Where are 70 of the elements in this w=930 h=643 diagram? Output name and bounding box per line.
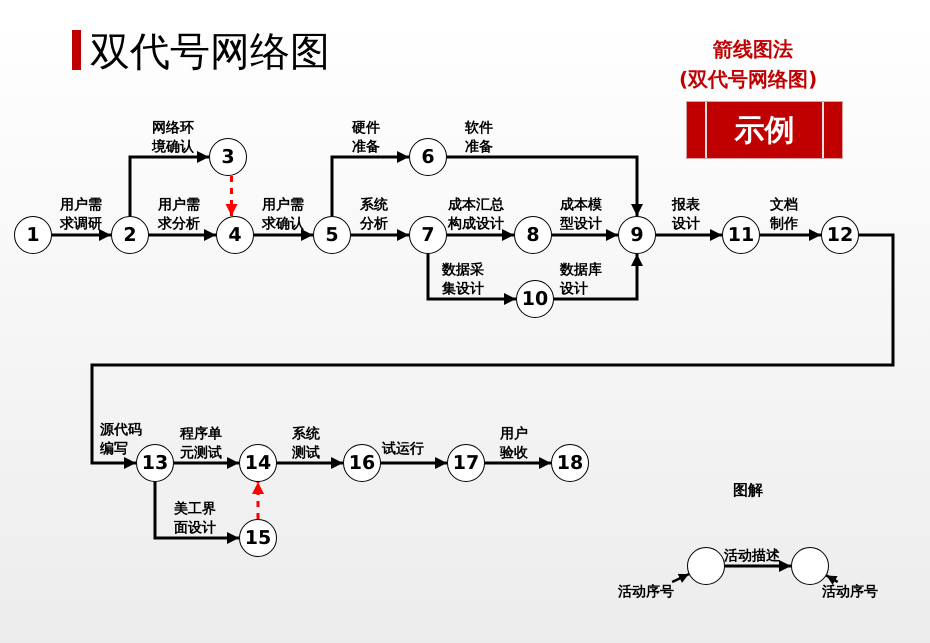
arrow [552, 229, 618, 241]
leader-line [826, 574, 838, 585]
arrow [277, 457, 343, 469]
subtitle: 箭线图法 [713, 36, 793, 63]
event-circle: 1 [14, 216, 52, 254]
arrow [149, 229, 216, 241]
arrow [90, 234, 894, 469]
activity-label: 软件准备 [465, 119, 494, 157]
activity-label: 用户需求分析 [158, 196, 201, 234]
example-banner: 示例 [686, 101, 843, 159]
event-circle: 15 [239, 519, 277, 557]
activity-label: 硬件准备 [352, 119, 381, 157]
arrow [447, 156, 643, 216]
event-circle: 17 [447, 444, 485, 482]
activity-label: 成本模型设计 [560, 196, 603, 234]
subtitle: (双代号网络图) [679, 66, 818, 93]
event-circle: 11 [722, 216, 760, 254]
legend-heading: 图解 [733, 481, 763, 500]
arrow [254, 229, 313, 241]
arrow [52, 229, 111, 241]
event-circle: 14 [239, 444, 277, 482]
event-circle: 6 [409, 138, 447, 176]
event-circle: 2 [111, 216, 149, 254]
activity-label: 成本汇总构成设计 [448, 196, 505, 234]
arrow [174, 457, 239, 469]
dummy-arrow [226, 176, 238, 216]
activity-label: 系统测试 [292, 425, 321, 463]
activity-label: 数据库设计 [560, 261, 603, 299]
arrow [330, 151, 409, 216]
event-circle: 10 [516, 280, 554, 318]
activity-label: 网络环境确认 [152, 119, 195, 157]
activity-label: 文档制作 [770, 196, 799, 234]
event-circle: 8 [514, 216, 552, 254]
event-circle [687, 547, 725, 585]
event-circle: 3 [209, 138, 247, 176]
arrow [447, 229, 514, 241]
event-circle: 18 [551, 444, 589, 482]
event-circle: 4 [216, 216, 254, 254]
activity-label: 程序单元测试 [180, 425, 223, 463]
arrow [656, 229, 722, 241]
arrow [725, 560, 791, 572]
activity-label: 用户验收 [500, 425, 529, 463]
callout-text: 活动序号 [822, 582, 888, 602]
arrow [760, 229, 821, 241]
title: 双代号网络图 [90, 28, 330, 77]
activity-label: 美工界面设计 [174, 500, 217, 538]
event-circle: 5 [313, 216, 351, 254]
activity-label: 用户需求确认 [262, 196, 305, 234]
arrow [554, 254, 643, 300]
leader-line [672, 572, 690, 584]
arrow [485, 457, 551, 469]
arrow [128, 151, 209, 216]
activity-label: 用户需求调研 [60, 196, 103, 234]
activity-label: 数据采集设计 [442, 261, 485, 299]
arrow [381, 457, 447, 469]
activity-label: 报表设计 [672, 196, 701, 234]
activity-label: 试运行 [382, 440, 425, 459]
event-circle: 16 [343, 444, 381, 482]
event-circle: 12 [821, 216, 859, 254]
event-circle: 13 [136, 444, 174, 482]
event-circle [791, 547, 829, 585]
arrow [154, 482, 239, 544]
arrow [426, 254, 516, 305]
event-circle: 7 [409, 216, 447, 254]
activity-label: 活动描述 [724, 547, 781, 566]
dummy-arrow [252, 482, 264, 519]
activity-label: 系统分析 [360, 196, 389, 234]
event-circle: 9 [618, 216, 656, 254]
callout-text: 活动序号 [618, 582, 684, 602]
arrow [351, 229, 409, 241]
